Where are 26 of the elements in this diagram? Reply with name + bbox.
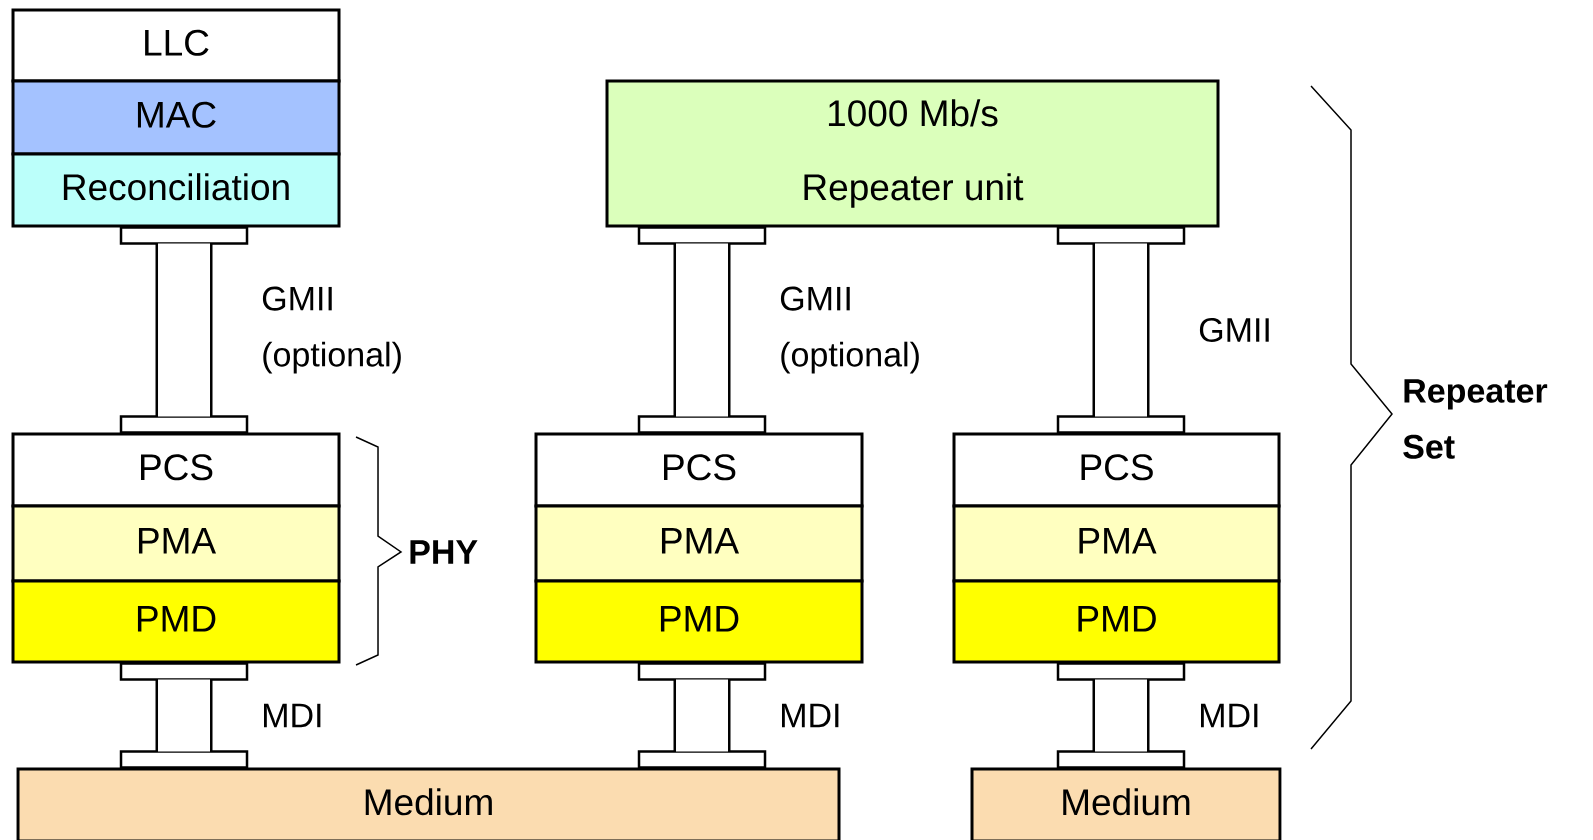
edge-label: GMII (optional) <box>262 286 401 374</box>
layer-box: Reconciliation <box>11 152 341 228</box>
brace-label: PHY <box>410 540 478 564</box>
layer-box: PMD <box>952 579 1281 664</box>
layer-box: PMA <box>534 504 864 583</box>
interface-connector <box>119 662 249 769</box>
interface-connector <box>637 226 767 434</box>
interface-connector <box>1056 662 1186 769</box>
medium-box: Medium <box>970 767 1282 840</box>
edge-label: GMII <box>1199 317 1269 343</box>
layer-box: LLC <box>11 8 341 83</box>
layer-box: PMA <box>11 504 341 583</box>
interface-connector <box>119 226 249 434</box>
edge-label: MDI <box>782 703 839 728</box>
layer-box: MAC <box>11 79 341 156</box>
edge-label: GMII (optional) <box>780 286 919 374</box>
layer-box: PMD <box>534 579 864 664</box>
repeater-box: 1000 Mb/s Repeater unit <box>605 79 1220 228</box>
edge-label: MDI <box>1201 703 1258 728</box>
layer-box: PMA <box>952 504 1281 583</box>
layer-box: PMD <box>11 579 341 664</box>
edge-label: MDI <box>264 703 321 728</box>
interface-connector <box>1056 226 1186 434</box>
medium-box: Medium <box>16 767 841 840</box>
brace-label: Repeater Set <box>1403 379 1548 459</box>
interface-connector <box>637 662 767 769</box>
